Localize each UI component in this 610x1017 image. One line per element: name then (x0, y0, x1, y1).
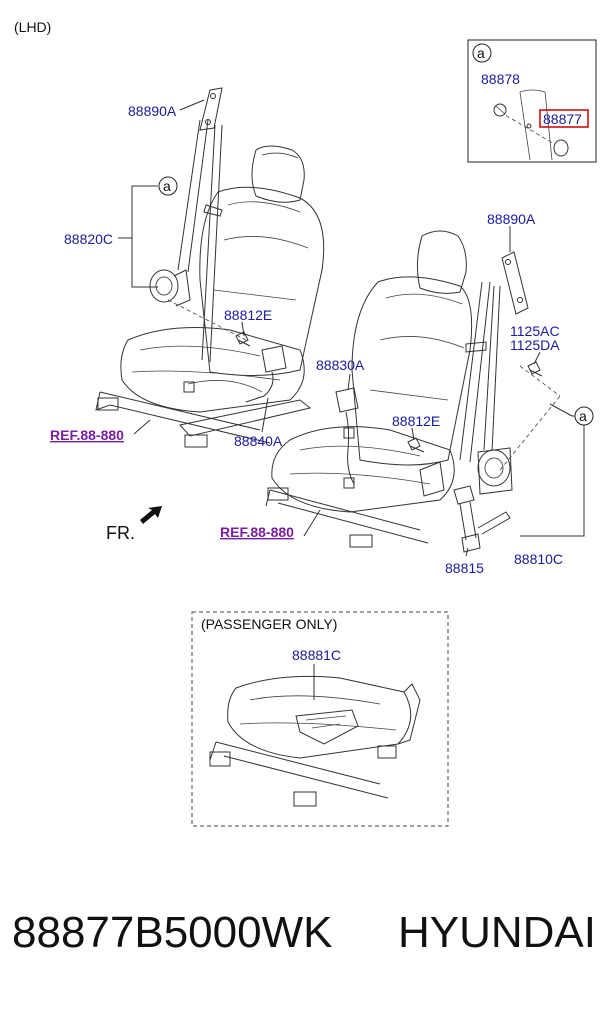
label-88881c: 88881C (292, 647, 341, 663)
label-88812e-left: 88812E (224, 307, 272, 323)
label-88890a-left: 88890A (128, 103, 177, 119)
detail-marker: a (477, 45, 485, 61)
left-seat: a (95, 87, 325, 448)
passenger-box: (PASSENGER ONLY) 88881C (191, 611, 449, 827)
label-1125ac: 1125AC (510, 323, 560, 339)
detail-box: a 88878 88877 (467, 39, 597, 163)
label-88815: 88815 (445, 560, 484, 576)
front-indicator: FR. (106, 506, 162, 543)
front-label: FR. (106, 523, 135, 543)
highlight-88877 (539, 109, 589, 128)
ref-label-left[interactable]: REF.88-880 (50, 427, 124, 443)
part-label-88877: 88877 (543, 111, 582, 127)
right-seat: a (265, 226, 594, 557)
label-88820c: 88820C (64, 231, 113, 247)
part-label-88878: 88878 (481, 71, 520, 87)
ref-label-right[interactable]: REF.88-880 (220, 524, 294, 540)
label-1125da: 1125DA (510, 337, 560, 353)
label-88830a: 88830A (316, 357, 365, 373)
brand-name: HYUNDAI (397, 908, 596, 957)
passenger-title: (PASSENGER ONLY) (201, 616, 337, 632)
marker-left: a (163, 178, 171, 194)
label-88812e-right: 88812E (392, 413, 440, 429)
seat-belt-diagram: (LHD) a 88878 88877 (14, 19, 597, 827)
label-88810c: 88810C (514, 551, 563, 567)
variant-label: (LHD) (14, 19, 51, 35)
label-88890a-right: 88890A (487, 211, 536, 227)
marker-right: a (579, 408, 587, 424)
label-88840a: 88840A (234, 433, 283, 449)
part-number: 88877B5000WK (12, 908, 333, 957)
footer: 88877B5000WK HYUNDAI (0, 908, 610, 978)
